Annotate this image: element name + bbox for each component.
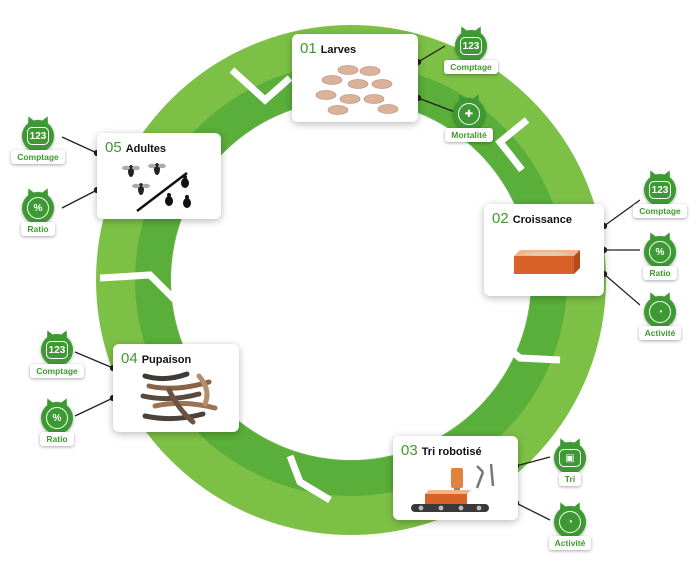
counter-icon: 123: [27, 127, 49, 145]
badge-label: Comptage: [30, 364, 84, 378]
tri-sorting-badge: ▣ Tri: [537, 442, 603, 504]
croissance-activity-badge: ◔ Activité: [627, 296, 693, 358]
larves-counter-badge: 123 Comptage: [438, 30, 504, 92]
gauge-icon: ◔: [649, 301, 671, 323]
percent-icon: %: [649, 241, 671, 263]
stage-name: Adultes: [125, 143, 167, 155]
stage-number: 01: [300, 40, 317, 57]
adultes-counter-badge: 123 Comptage: [5, 120, 71, 182]
badge-label: Ratio: [40, 432, 74, 446]
rearing-tray-illustration: [514, 250, 580, 274]
fly-icon: [122, 163, 166, 195]
percent-icon: %: [27, 197, 49, 219]
pupaison-ratio-badge: % Ratio: [24, 402, 90, 464]
stage-number: 03: [401, 442, 418, 459]
pupaison-counter-badge: 123 Comptage: [24, 334, 90, 396]
beetle-icon: [165, 175, 191, 208]
badge-label: Activité: [638, 326, 682, 340]
stage-name: Tri robotisé: [421, 446, 482, 458]
badge-label: Tri: [558, 472, 582, 486]
counter-icon: 123: [649, 181, 671, 199]
badge-label: Comptage: [633, 204, 687, 218]
adultes-ratio-badge: % Ratio: [5, 192, 71, 254]
counter-icon: 123: [46, 341, 68, 359]
larves-mortality-badge: ✚ Mortalité: [436, 98, 502, 160]
medical-cross-icon: ✚: [458, 103, 480, 125]
tri-activity-badge: ◔ Activité: [537, 506, 603, 568]
stage-number: 04: [121, 350, 138, 367]
stage-number: 05: [105, 139, 122, 156]
badge-label: Activité: [548, 536, 592, 550]
stage-number: 02: [492, 210, 509, 227]
badge-label: Ratio: [21, 222, 55, 236]
adults-ratio-illustration: [122, 163, 191, 212]
badge-label: Mortalité: [445, 128, 493, 142]
badge-label: Ratio: [643, 266, 677, 280]
croissance-counter-badge: 123 Comptage: [627, 174, 693, 236]
stage-name: Pupaison: [141, 354, 192, 366]
sorting-robot-illustration: [411, 463, 495, 512]
chip-icon: ▣: [559, 449, 581, 467]
stage-name: Croissance: [512, 214, 572, 226]
croissance-ratio-badge: % Ratio: [627, 236, 693, 298]
percent-icon: %: [46, 407, 68, 429]
counter-icon: 123: [460, 37, 482, 55]
pupae-illustration: [140, 371, 218, 425]
larvae-illustration: [315, 65, 399, 115]
gauge-icon: ◔: [559, 511, 581, 533]
badge-label: Comptage: [444, 60, 498, 74]
stage-name: Larves: [320, 44, 357, 56]
badge-label: Comptage: [11, 150, 65, 164]
